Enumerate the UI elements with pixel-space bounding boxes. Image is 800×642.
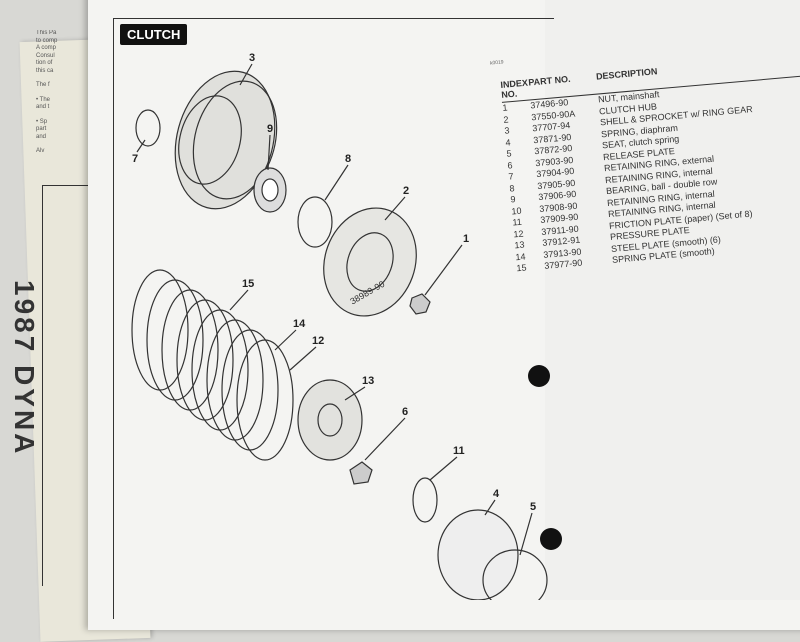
- part-retaining-ring-8: [297, 196, 333, 248]
- exploded-clutch-diagram: 1 2 3 4 5 6 7 8 9 11 12 13 14 15 38989-9…: [131, 52, 548, 600]
- back-page-fragment: part: [36, 126, 47, 132]
- section-title: CLUTCH: [120, 24, 188, 45]
- callout-8: 8: [345, 153, 351, 165]
- callout-4: 4: [493, 488, 500, 500]
- back-page-fragment: and: [36, 133, 47, 140]
- part-clutch-hub-2: [323, 207, 417, 317]
- page-right-area: [545, 0, 800, 600]
- back-page-fragment: This Pa: [36, 30, 57, 36]
- callout-6: 6: [402, 406, 408, 418]
- back-page-fragment: to comp: [36, 37, 58, 44]
- callout-5: 5: [530, 501, 536, 513]
- figure-id: k0019: [489, 59, 504, 67]
- callout-7: 7: [132, 153, 138, 165]
- back-page-fragment: The f: [36, 82, 50, 88]
- callout-11: 11: [453, 445, 465, 457]
- back-page-fragment: Alv: [36, 148, 45, 154]
- callout-14: 14: [293, 318, 306, 330]
- page-frame: [113, 18, 554, 619]
- part-plate-stack: [131, 269, 294, 461]
- callout-1: 1: [463, 233, 469, 245]
- part-nut-1: [409, 293, 431, 315]
- part-bearing-9: [253, 167, 287, 213]
- back-page-box: [42, 185, 103, 586]
- binder-hole: [528, 365, 550, 387]
- part-release-plate-6: [349, 461, 373, 485]
- header-index: INDEX NO.: [500, 77, 529, 100]
- callout-3: 3: [249, 52, 255, 64]
- callout-9: 9: [267, 123, 273, 135]
- callout-2: 2: [403, 185, 409, 197]
- callout-15: 15: [242, 278, 254, 290]
- binder-hole: [540, 528, 562, 550]
- part-spring-seat-5: [482, 549, 548, 600]
- part-pressure-plate-13: [297, 379, 363, 461]
- cell-index: 15: [516, 262, 527, 274]
- back-page-fragment: • Sp: [36, 118, 48, 125]
- callout-12: 12: [312, 335, 324, 347]
- back-page-fragment: tion of: [36, 60, 53, 66]
- part-retaining-ring-7: [135, 109, 161, 147]
- back-page-fragment: and t: [36, 104, 50, 110]
- back-page-fragment: A comp: [36, 45, 57, 51]
- callout-13: 13: [362, 375, 374, 387]
- back-page-fragment: • The: [36, 96, 50, 103]
- back-page-fragment: Consul: [36, 52, 55, 59]
- part-retaining-ring-11: [412, 477, 438, 523]
- back-page-fragment: this ca: [36, 67, 54, 74]
- part-diaphragm-spring-4: [437, 509, 519, 600]
- part-shell-sprocket: [174, 70, 278, 210]
